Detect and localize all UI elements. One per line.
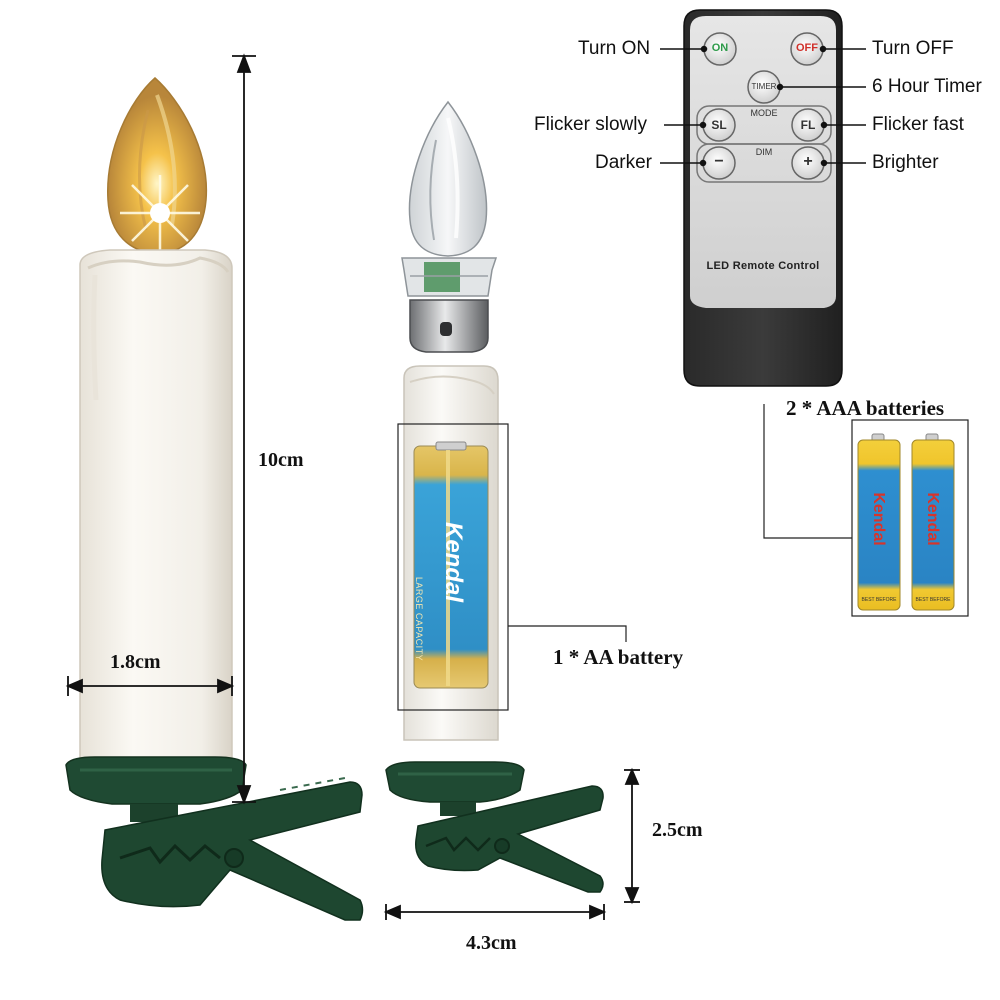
aa-battery-label: 1 * AA battery: [553, 645, 684, 669]
aaa-best-before-1: BEST BEFORE: [861, 597, 897, 603]
remote-title: LED Remote Control: [706, 260, 820, 272]
aa-battery-capacity: LARGE CAPACITY: [414, 576, 424, 662]
turn-on-label: Turn ON: [578, 38, 651, 59]
remote-panel: [690, 16, 836, 308]
aa-battery: [413, 441, 489, 689]
remote-control: [683, 9, 843, 387]
mode-group-label: MODE: [750, 108, 778, 118]
flicker-fast-label: Flicker fast: [872, 114, 964, 135]
darker-label: Darker: [595, 152, 653, 173]
aa-battery-brand: Kendal: [440, 521, 467, 602]
candle-holder: [65, 756, 247, 805]
turn-off-label: Turn OFF: [872, 38, 954, 59]
minus-button-label[interactable]: −: [714, 153, 724, 170]
lit-candle: [65, 77, 364, 921]
height-label: 10cm: [258, 449, 304, 471]
aaa-battery-brand-1: Kendal: [870, 492, 887, 546]
remote-callout-lines: [660, 45, 866, 167]
timer-button-label[interactable]: TIMER: [751, 82, 777, 91]
plus-button-label[interactable]: +: [803, 153, 813, 170]
dim-group-label: DIM: [755, 147, 773, 157]
clear-flame-cap: [401, 100, 498, 353]
brighter-label: Brighter: [872, 152, 939, 173]
timer-label: 6 Hour Timer: [872, 76, 982, 97]
aaa-battery-label: 2 * AAA batteries: [786, 396, 945, 420]
width-label: 1.8cm: [110, 651, 161, 673]
clip-width-label: 4.3cm: [466, 932, 517, 954]
aaa-best-before-2: BEST BEFORE: [915, 597, 951, 603]
fl-button-label[interactable]: FL: [800, 118, 816, 132]
aa-callout: [397, 423, 627, 711]
sl-button-label[interactable]: SL: [711, 118, 727, 132]
spare-clip: [385, 761, 604, 893]
flicker-slowly-label: Flicker slowly: [534, 114, 647, 135]
clip-height-label: 2.5cm: [652, 819, 703, 841]
lit-flame: [107, 77, 208, 255]
aaa-callout: [763, 404, 969, 617]
on-button-label[interactable]: ON: [711, 42, 729, 54]
clip-height-dimension: [624, 767, 640, 905]
clip-width-dimension: [383, 904, 607, 920]
candle-body: [79, 249, 233, 761]
width-dimension: [65, 676, 235, 696]
aaa-battery-brand-2: Kendal: [924, 492, 941, 546]
off-button-label[interactable]: OFF: [796, 42, 818, 54]
height-dimension: [232, 53, 256, 805]
aaa-batteries: [857, 433, 955, 611]
